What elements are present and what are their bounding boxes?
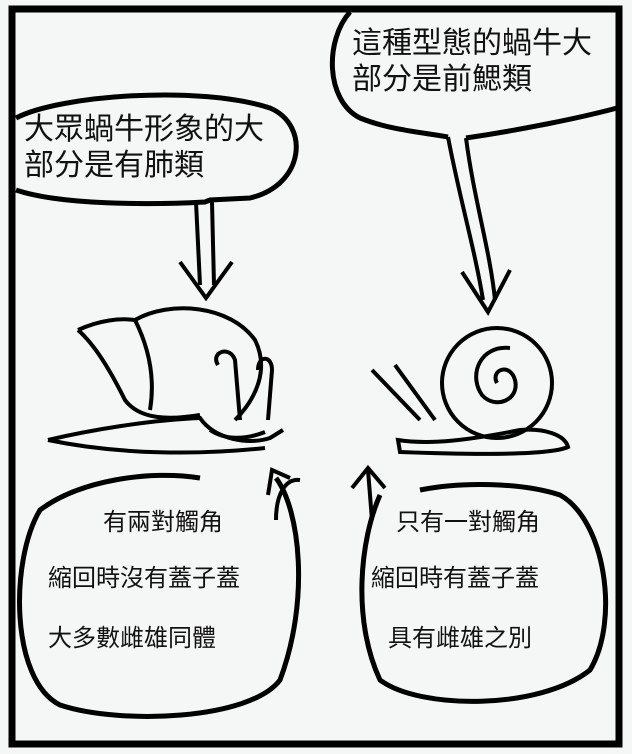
trait-left-3: 大多數雌雄同體 [48,624,216,652]
speech-bubble-right [329,10,618,141]
arrow-up-right [350,464,387,521]
bubble-right-line-2: 部分是前鰓類 [352,62,532,97]
arrow-up-left [266,467,301,521]
snail-prosobranch [370,326,571,456]
arrow-down-left [178,201,234,302]
speech-bubble-bottom-left [17,472,302,719]
bubble-right-line-1: 這種型態的蝸牛大 [352,26,592,61]
trait-right-1: 只有一對觸角 [396,508,540,536]
arrow-down-right [446,136,512,316]
trait-right-2: 縮回時有蓋子蓋 [371,564,539,592]
bubble-left-line-1: 大眾蝸牛形象的大 [24,112,264,147]
trait-left-2: 縮回時沒有蓋子蓋 [48,564,240,592]
snail-pulmonate [47,306,285,455]
speech-bubble-bottom-right [359,482,609,704]
speech-bubble-left [14,92,299,207]
bubble-left-line-2: 部分是有肺類 [24,148,204,183]
trait-left-1: 有兩對觸角 [103,508,223,536]
trait-right-3: 具有雌雄之別 [388,624,532,652]
